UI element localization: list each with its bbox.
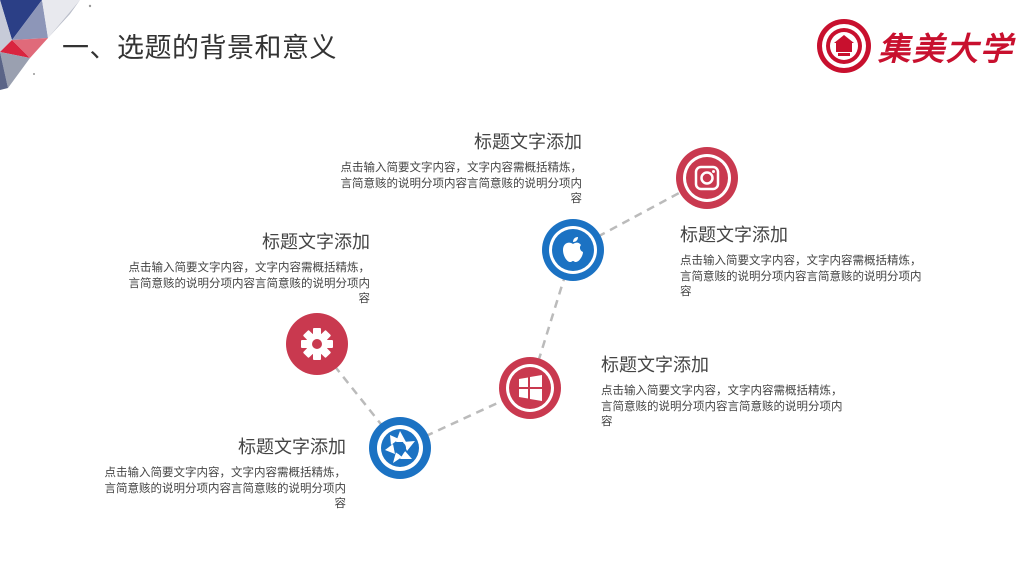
block-title: 标题文字添加	[262, 232, 370, 253]
page-title: 一、选题的背景和意义	[62, 33, 337, 64]
text-block-left-upper: 标题文字添加 点击输入简要文字内容，文字内容需概括精炼，言简意赅的说明分项内容言…	[120, 228, 371, 307]
apple-icon	[542, 219, 604, 281]
gear-node	[286, 313, 348, 375]
block-description: 点击输入简要文字内容，文字内容需概括精炼，言简意赅的说明分项内容言简意赅的说明分…	[340, 160, 583, 205]
block-title: 标题文字添加	[601, 355, 709, 376]
university-logo: 集美大学	[816, 18, 1016, 74]
windows-icon	[499, 357, 561, 419]
gear-icon	[286, 313, 348, 375]
text-block-left-lower: 标题文字添加 点击输入简要文字内容，文字内容需概括精炼，言简意赅的说明分项内容言…	[96, 433, 347, 512]
block-title: 标题文字添加	[238, 437, 346, 458]
instagram-icon	[676, 147, 738, 209]
camera-shutter-icon	[369, 417, 431, 479]
text-block-right-top: 标题文字添加 点击输入简要文字内容，文字内容需概括精炼，言简意赅的说明分项内容言…	[680, 221, 930, 300]
corner-decoration	[0, 0, 92, 90]
windows-node	[499, 357, 561, 419]
block-description: 点击输入简要文字内容，文字内容需概括精炼，言简意赅的说明分项内容言简意赅的说明分…	[104, 465, 347, 510]
block-description: 点击输入简要文字内容，文字内容需概括精炼，言简意赅的说明分项内容言简意赅的说明分…	[601, 383, 843, 428]
apple-node	[542, 219, 604, 281]
block-title: 标题文字添加	[474, 132, 582, 153]
connector-windows-apple	[528, 249, 575, 389]
instagram-node	[676, 147, 738, 209]
block-title: 标题文字添加	[680, 225, 788, 246]
text-block-right-lower: 标题文字添加 点击输入简要文字内容，文字内容需概括精炼，言简意赅的说明分项内容言…	[601, 351, 851, 430]
text-block-top-center: 标题文字添加 点击输入简要文字内容，文字内容需概括精炼，言简意赅的说明分项内容言…	[332, 128, 583, 207]
block-description: 点击输入简要文字内容，文字内容需概括精炼，言简意赅的说明分项内容言简意赅的说明分…	[128, 260, 371, 305]
university-seal-icon	[817, 19, 871, 73]
university-name: 集美大学	[878, 30, 1015, 68]
block-description: 点击输入简要文字内容，文字内容需概括精炼，言简意赅的说明分项内容言简意赅的说明分…	[680, 253, 922, 298]
camera-shutter-node	[369, 417, 431, 479]
